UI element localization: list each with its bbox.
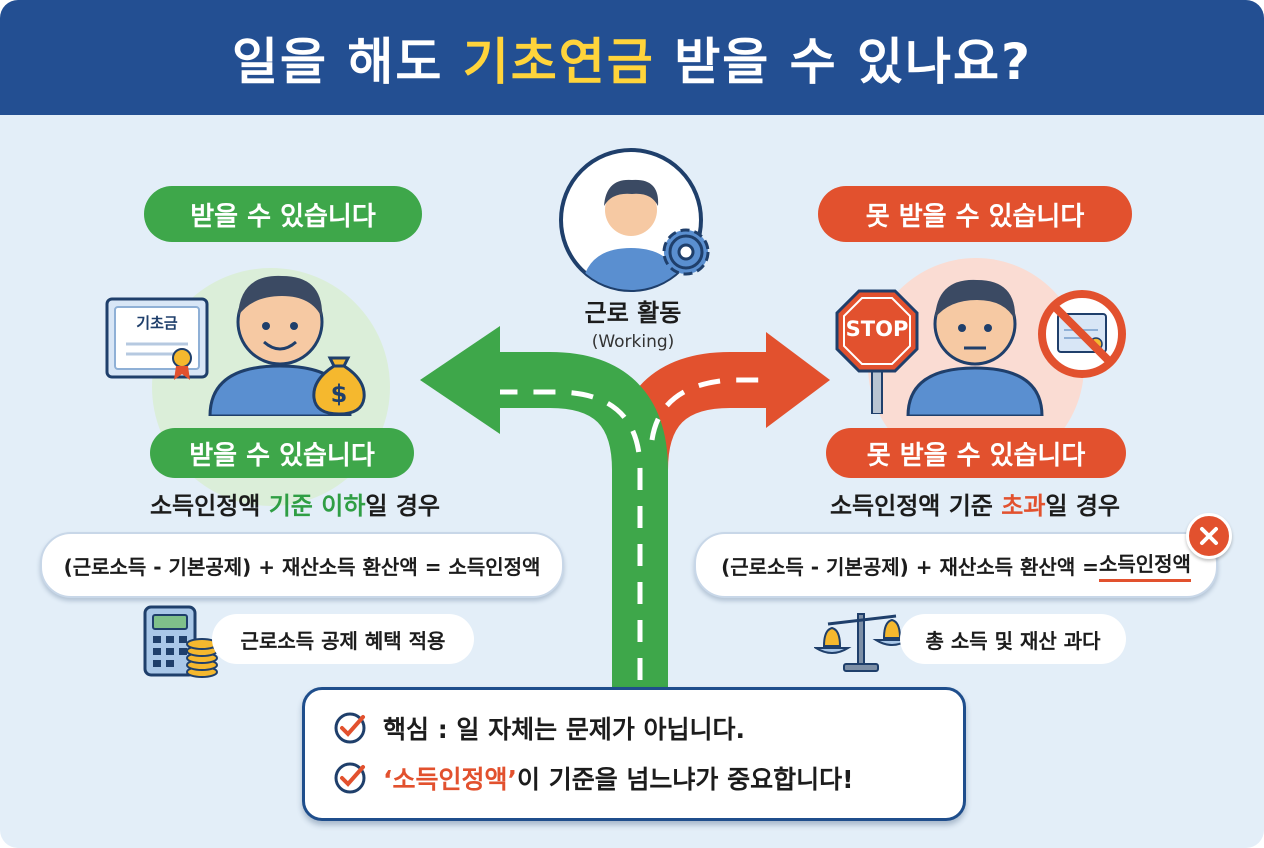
left-condition-hl2: 이하 [321,492,366,520]
left-tag: 근로소득 공제 혜택 적용 [212,614,474,664]
left-condition-c: 일 경우 [365,492,441,520]
right-condition-b: 일 경우 [1045,492,1121,520]
road-dashes-green [500,389,643,680]
right-condition-a: 소득인정액 기준 [829,492,1002,520]
balance-scale-icon [814,613,910,672]
no-certificate-icon [1038,290,1126,378]
gear-icon [662,228,710,276]
work-activity-label: 근로 활동 (Working) [538,293,728,352]
left-formula: (근로소득 - 기본공제) + 재산소득 환산액 = 소득인정액 [40,532,564,598]
right-condition-hl: 초과 [1001,492,1046,520]
title-part1: 일을 해도 [231,32,463,91]
left-mid-pill: 받을 수 있습니다 [150,428,414,478]
key-line-2: ‘소득인정액’이 기준을 넘느냐가 중요합니다! [333,760,854,796]
right-condition: 소득인정액 기준 초과일 경우 [790,486,1160,521]
arrow-head-right [766,332,830,428]
right-mid-pill: 못 받을 수 있습니다 [826,428,1126,478]
key-line-2-rest: 이 기준을 넘느냐가 중요합니다! [517,765,854,794]
stop-sign-icon [835,289,919,414]
worker-avatar-icon [559,148,710,292]
title-highlight: 기초연금 [462,32,655,91]
left-top-pill: 받을 수 있습니다 [144,186,422,242]
key-line-1: 핵심 : 일 자체는 문제가 아닙니다. [333,710,745,746]
header-banner: 일을 해도 기초연금 받을 수 있나요? [0,0,1264,115]
pension-certificate-icon [105,297,209,380]
left-condition-hl1: 기준 [268,492,313,520]
arrow-head-left [420,326,500,434]
calculator-coins-icon [143,605,218,678]
right-top-pill: 못 받을 수 있습니다 [818,186,1132,242]
certificate-label: 기초금 [136,314,178,332]
svg-text:$: $ [331,380,348,408]
left-condition-b [313,492,321,520]
key-message-box: 핵심 : 일 자체는 문제가 아닙니다. ‘소득인정액’이 기준을 넘느냐가 중… [302,687,966,821]
right-formula: (근로소득 - 기본공제) + 재산소득 환산액 = 소득인정액 [694,532,1218,598]
money-bag-icon: $ [312,356,366,416]
right-formula-underlined: 소득인정액 [1098,548,1191,582]
key-line-1-text: 핵심 : 일 자체는 문제가 아닙니다. [383,715,746,744]
checkmark-icon [334,762,366,794]
checkmark-icon [334,712,366,744]
stop-sign-label: STOP [845,317,909,341]
work-activity-subtitle: (Working) [591,332,675,352]
work-activity-title: 근로 활동 [584,299,682,327]
right-tag: 총 소득 및 재산 과다 [900,614,1126,664]
title-part2: 받을 수 있나요? [654,32,1033,91]
right-formula-main: (근로소득 - 기본공제) + 재산소득 환산액 = [721,554,1099,579]
left-condition-a: 소득인정액 [149,492,269,520]
road-green-branch [494,352,668,690]
left-condition: 소득인정액 기준 이하일 경우 [110,486,480,521]
key-line-2-highlight: ‘소득인정액’ [383,765,517,794]
close-icon [1186,513,1232,559]
page-title: 일을 해도 기초연금 받을 수 있나요? [232,22,1032,94]
sad-person-icon [906,279,1044,416]
happy-person-icon [208,275,352,416]
road-dashes-red [649,377,760,441]
